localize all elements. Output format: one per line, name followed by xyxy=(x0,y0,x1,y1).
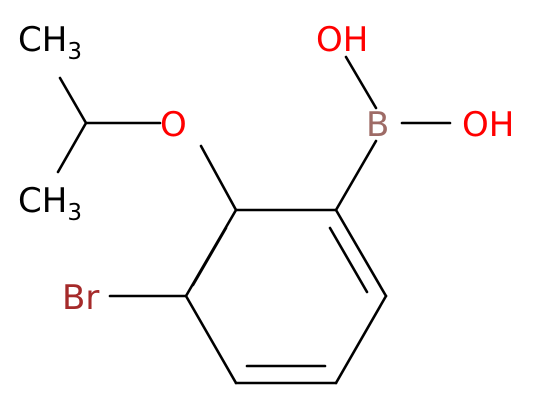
boron-label: B xyxy=(366,105,389,145)
ring-bond-c5-c6 xyxy=(334,294,388,385)
ring-bond-c3-c4 xyxy=(184,294,238,385)
ch3-bottom-label: CH3 xyxy=(18,181,82,226)
bromine-label: Br xyxy=(62,278,99,318)
ring-bond-c6-c1-inner xyxy=(328,226,369,294)
ether-oxygen-label: O xyxy=(160,105,187,145)
bond-ring-boron xyxy=(334,139,378,212)
ch3-top-label: CH3 xyxy=(18,20,82,65)
bond-boron-oh-top xyxy=(344,55,378,110)
ring-bond-c2-c3-inner xyxy=(191,226,228,287)
ring-bond-c6-c1 xyxy=(334,208,388,298)
oh-top-label: OH xyxy=(316,20,368,60)
bond-ch-methyl-top xyxy=(58,76,88,125)
bond-ch-methyl-bottom xyxy=(56,121,88,174)
bond-ring-oxygen xyxy=(199,144,238,212)
oh-right-label: OH xyxy=(462,105,514,145)
